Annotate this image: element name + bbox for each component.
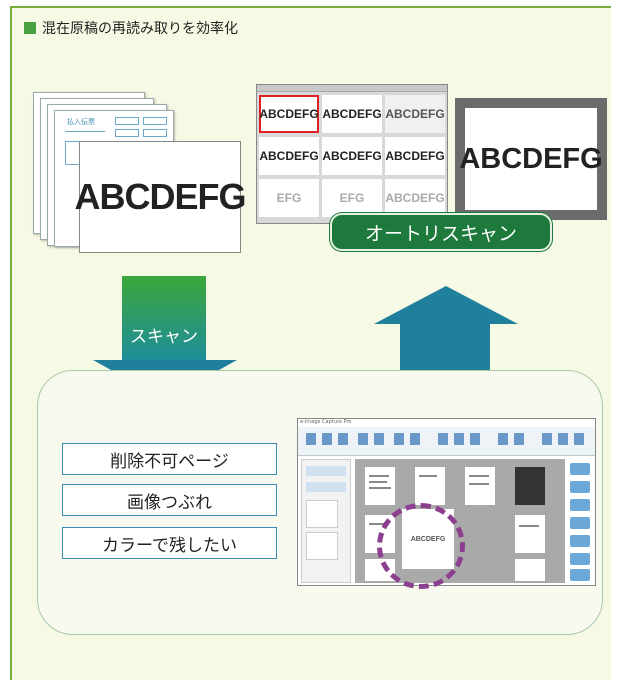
form-field: [115, 117, 139, 125]
grid-cell[interactable]: ABCDEFG: [322, 137, 382, 175]
grid-cell[interactable]: ABCDEFG: [322, 95, 382, 133]
reason-image-crushed: 画像つぶれ: [62, 484, 277, 516]
reason-keep-in-color: カラーで残したい: [62, 527, 277, 559]
action-icon[interactable]: [570, 553, 590, 565]
grid-cell[interactable]: ABCDEFG: [385, 137, 445, 175]
window-titlebar: [257, 85, 447, 92]
side-panel-item[interactable]: [306, 466, 346, 476]
result-text: ABCDEFG: [459, 108, 603, 210]
page-thumbnail[interactable]: [365, 467, 395, 505]
auto-rescan-button[interactable]: オートリスキャン: [330, 213, 552, 251]
grid-cell-faint[interactable]: EFG: [322, 179, 382, 217]
scan-label: スキャン: [130, 327, 198, 347]
form-title: 払入伝票: [67, 118, 95, 126]
action-icon[interactable]: [570, 499, 590, 511]
result-preview: ABCDEFG: [455, 98, 607, 220]
toolbar-button[interactable]: [454, 433, 464, 445]
toolbar-button[interactable]: [394, 433, 404, 445]
grid-cell-faint[interactable]: EFG: [259, 179, 319, 217]
toolbar-button[interactable]: [338, 433, 348, 445]
toolbar-button[interactable]: [410, 433, 420, 445]
reason-undeletable-pages: 削除不可ページ: [62, 443, 277, 475]
grid-cell[interactable]: ABCDEFG: [259, 137, 319, 175]
toolbar-button[interactable]: [306, 433, 316, 445]
page-thumbnail[interactable]: [465, 467, 495, 505]
scan-arrow-down-icon: [122, 276, 206, 360]
app-title: e-image Capture Pro: [300, 419, 352, 425]
highlight-circle: [377, 503, 465, 589]
form-field: [143, 129, 167, 137]
toolbar-button[interactable]: [498, 433, 508, 445]
action-icon[interactable]: [570, 517, 590, 529]
form-field: [143, 117, 167, 125]
rescan-arrow-up-icon: [374, 286, 518, 324]
toolbar-button[interactable]: [514, 433, 524, 445]
action-icon[interactable]: [570, 481, 590, 493]
toolbar-button[interactable]: [374, 433, 384, 445]
toolbar-button[interactable]: [542, 433, 552, 445]
action-icon[interactable]: [570, 569, 590, 581]
toolbar-button[interactable]: [358, 433, 368, 445]
toolbar-button[interactable]: [470, 433, 480, 445]
right-icon-bar: [567, 459, 593, 583]
toolbar-button[interactable]: [438, 433, 448, 445]
action-icon[interactable]: [570, 463, 590, 475]
side-panel-thumbnail[interactable]: [306, 500, 338, 528]
toolbar-button[interactable]: [322, 433, 332, 445]
rescan-candidates-window: ABCDEFG ABCDEFG ABCDEFG ABCDEFG ABCDEFG …: [256, 84, 448, 224]
grid-cell-selected[interactable]: ABCDEFG: [259, 95, 319, 133]
scanned-text-document: ABCDEFG: [75, 141, 247, 253]
page-thumbnail[interactable]: [415, 467, 445, 505]
page-thumbnail[interactable]: [515, 559, 545, 581]
toolbar-button[interactable]: [558, 433, 568, 445]
app-side-panel: [301, 459, 351, 583]
heading-text: 混在原稿の再読み取りを効率化: [42, 21, 238, 37]
form-line: [65, 131, 105, 132]
heading-square-icon: [24, 22, 36, 34]
page-thumbnail[interactable]: [515, 467, 545, 505]
grid-cell-noisy[interactable]: ABCDEFG: [385, 95, 445, 133]
rescan-arrow-stem-icon: [400, 324, 490, 370]
grid-cell-faint[interactable]: ABCDEFG: [385, 179, 445, 217]
form-field: [115, 129, 139, 137]
section-heading: 混在原稿の再読み取りを効率化: [24, 18, 238, 38]
side-panel-item[interactable]: [306, 482, 346, 492]
app-toolbar: [298, 427, 595, 456]
action-icon[interactable]: [570, 535, 590, 547]
page-thumbnail[interactable]: [515, 515, 545, 553]
side-panel-thumbnail[interactable]: [306, 532, 338, 560]
toolbar-button[interactable]: [574, 433, 584, 445]
